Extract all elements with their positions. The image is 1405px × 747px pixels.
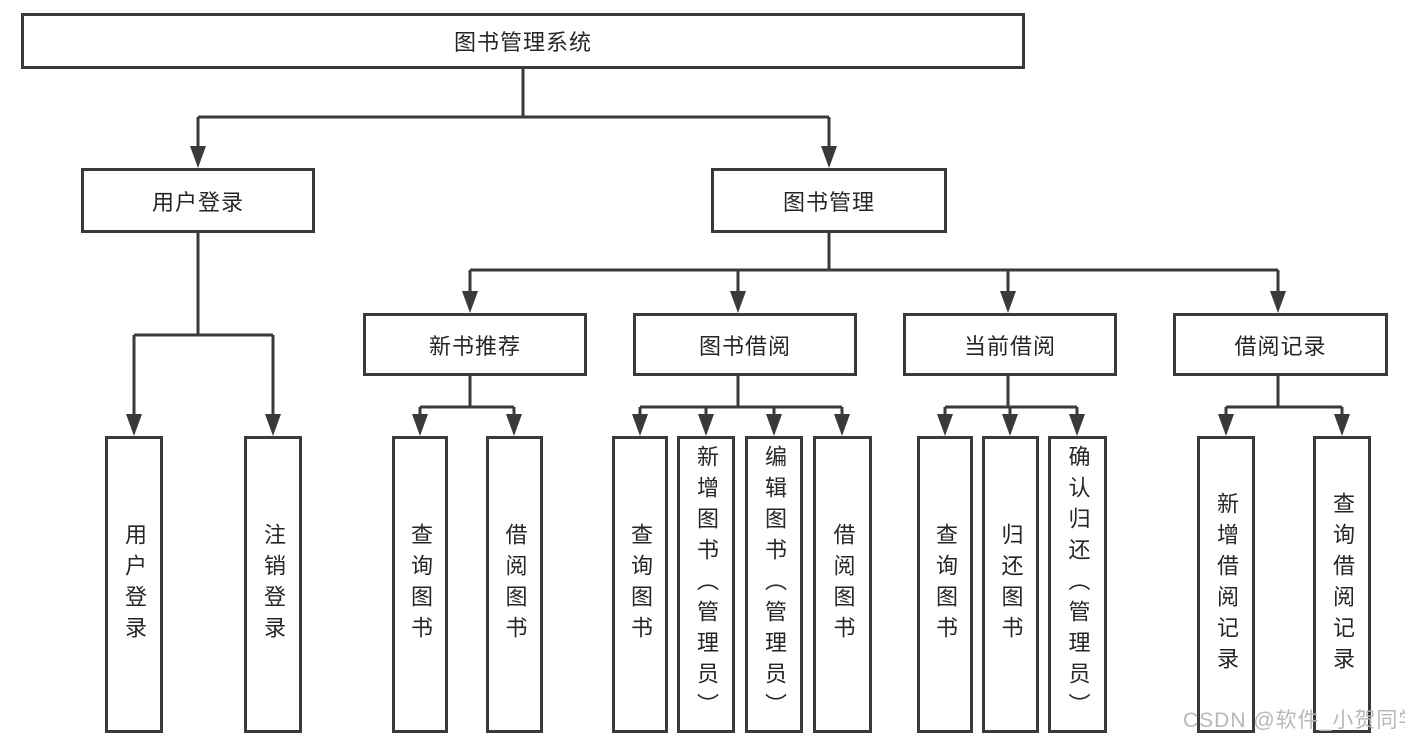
node-book-borrowing: 图书借阅 bbox=[633, 313, 857, 376]
leaf-query-borrow-record: 查询借阅记录 bbox=[1313, 436, 1371, 733]
leaf-add-book-admin: 新增图书（管理员） bbox=[677, 436, 735, 733]
connector-user-login-split bbox=[132, 232, 275, 416]
leaf-query-books-recommend: 查询图书 bbox=[392, 436, 448, 733]
connector-current-borrow-split bbox=[943, 375, 1079, 416]
leaf-borrow-books-borrowing: 借阅图书 bbox=[813, 436, 872, 733]
node-book-management: 图书管理 bbox=[711, 168, 947, 233]
node-root-library-system: 图书管理系统 bbox=[21, 13, 1025, 69]
node-user-login: 用户登录 bbox=[81, 168, 315, 233]
leaf-query-books-borrowing: 查询图书 bbox=[612, 436, 668, 733]
node-current-borrowing: 当前借阅 bbox=[903, 313, 1117, 376]
arrowheads bbox=[126, 146, 1350, 436]
connector-root-split bbox=[196, 68, 831, 148]
leaf-add-borrow-record: 新增借阅记录 bbox=[1197, 436, 1255, 733]
leaf-borrow-books-recommend: 借阅图书 bbox=[486, 436, 543, 733]
node-borrow-records: 借阅记录 bbox=[1173, 313, 1388, 376]
csdn-watermark: CSDN @软件_小贺同学 bbox=[1183, 709, 1405, 732]
connector-borrow-records-split bbox=[1224, 375, 1344, 416]
leaf-edit-book-admin: 编辑图书（管理员） bbox=[745, 436, 803, 733]
leaf-logout: 注销登录 bbox=[244, 436, 302, 733]
leaf-query-books-current: 查询图书 bbox=[917, 436, 973, 733]
leaf-return-books: 归还图书 bbox=[982, 436, 1039, 733]
leaf-user-login: 用户登录 bbox=[105, 436, 163, 733]
connector-book-borrow-split bbox=[638, 375, 844, 416]
connector-book-mgmt-split bbox=[468, 232, 1280, 293]
connector-new-books-split bbox=[418, 375, 516, 416]
leaf-confirm-return-admin: 确认归还（管理员） bbox=[1048, 436, 1107, 733]
node-new-book-recommend: 新书推荐 bbox=[363, 313, 587, 376]
